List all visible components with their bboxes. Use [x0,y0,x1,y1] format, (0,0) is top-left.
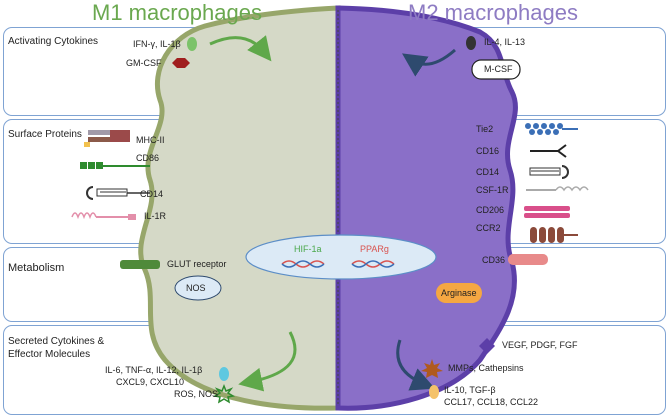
transcription-ellipse [245,234,437,280]
m1-nos-label: NOS [186,283,206,293]
m1-cytokines-1: IL-6, TNF-α, IL-12, IL-1β [105,365,203,375]
m2-input-arrow [402,48,456,77]
m2-cd36-label: CD36 [482,255,506,265]
tie2-receptor-icon [525,123,578,135]
cd14-receptor-icon [86,186,150,200]
pparg-label: PPARg [360,244,389,254]
oval-icon [429,385,439,399]
m1-ros-label: ROS, NOS [174,389,219,399]
m2-cd206-label: CD206 [476,205,505,215]
m2-title: M2 macrophages [408,0,578,25]
m1-input-arrow [209,35,272,62]
m2-cd16-label: CD16 [476,146,500,156]
m2-cell [335,5,518,411]
hif-label: HIF-1a [294,244,322,254]
arginase-pill [436,283,482,303]
cd16-receptor-icon [530,144,567,158]
cd86-receptor-icon [80,162,150,169]
mcsf-pill [471,59,521,80]
dna-icon [281,260,325,268]
csf1r-receptor-icon [526,186,589,192]
m2-cd14-label: CD14 [476,167,500,177]
m2-mcsf-label: M-CSF [484,64,513,74]
m1-gmcsf-label: GM-CSF [126,58,162,68]
oval-icon [466,36,476,50]
m1-cd86-label: CD86 [136,153,160,163]
m1-title: M1 macrophages [92,0,262,25]
hexagon-icon [172,58,190,68]
m1-output-arrow [238,331,297,392]
cd36-receptor-icon [508,254,548,265]
label-metabolism: Metabolism [8,262,65,274]
m1-glut-label: GLUT receptor [167,259,227,269]
ccr2-receptor-icon [530,227,578,243]
m1-cd14-label: CD14 [140,189,164,199]
m1-mhc-label: MHC-II [136,135,165,145]
nos-ellipse [174,275,222,301]
m1-il1r-label: IL-1R [144,211,167,221]
m2-il4-label: IL-4, IL-13 [484,37,526,47]
m1-ifn-label: IFN-γ, IL-1β [133,39,181,49]
m1-cytokines-2: CXCL9, CXCL10 [116,377,185,387]
m2-vegf-label: VEGF, PDGF, FGF [502,340,578,350]
diamond-icon [479,338,495,354]
il1r-receptor-icon [71,212,136,220]
m2-ccr2-label: CCR2 [476,223,501,233]
oval-icon [219,367,229,381]
m2-arginase-label: Arginase [441,288,477,298]
cd206-receptor-icon [524,206,570,218]
label-secreted-2: Effector Molecules [8,349,91,360]
mhc-receptor-icon [84,130,130,147]
label-surface-proteins: Surface Proteins [8,129,82,140]
label-secreted-1: Secreted Cytokines & [8,336,105,347]
m2-csf1r-label: CSF-1R [476,185,509,195]
burst-icon [421,359,443,378]
m2-tie2-label: Tie2 [476,124,494,134]
glut-receptor-icon [120,260,160,269]
dna-icon [351,260,395,268]
star-icon [212,383,236,404]
m2-mmps-label: MMPs, Cathepsins [448,363,524,373]
m2-il10-label: IL-10, TGF-β [444,385,496,395]
label-activating-cytokines: Activating Cytokines [8,36,99,47]
cd14-receptor-icon [529,165,569,179]
m2-ccl-label: CCL17, CCL18, CCL22 [444,397,539,407]
m2-output-arrow [396,339,436,391]
oval-icon [187,37,197,51]
m1-cell [138,5,341,411]
